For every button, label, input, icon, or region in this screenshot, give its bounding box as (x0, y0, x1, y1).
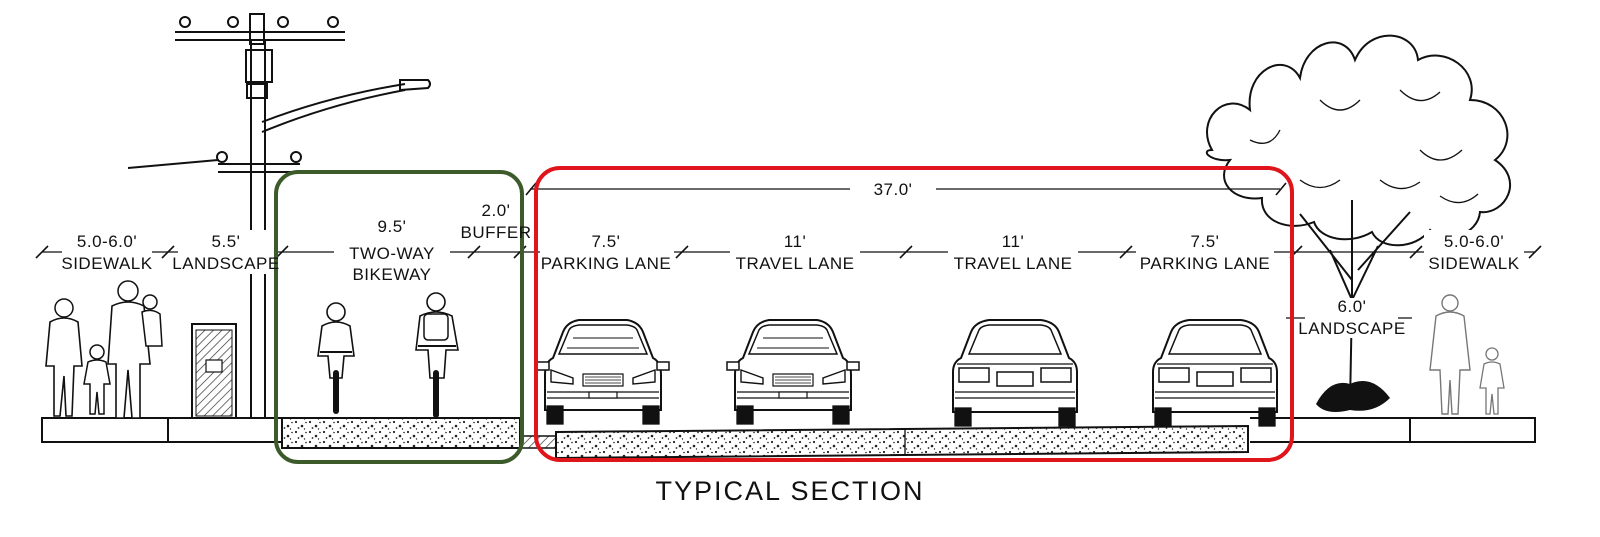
cyclist-with-backpack-icon (415, 292, 459, 418)
bikeway-highlight-box (274, 170, 524, 464)
bikeway-name-line2: BIKEWAY (352, 265, 431, 284)
parking-left-name: PARKING LANE (541, 254, 671, 273)
landscape-right-dim: 6.0' (1338, 297, 1367, 316)
pedestrians-right-icon (1429, 294, 1505, 415)
sidewalk-left-dim: 5.0-6.0' (77, 232, 137, 251)
travel-left-dim: 11' (784, 232, 806, 251)
travel-right-name: TRAVEL LANE (954, 254, 1073, 273)
sidewalk-right-name: SIDEWALK (1428, 254, 1519, 273)
segment-labels: 5.0-6.0' SIDEWALK 5.5' LANDSCAPE 9.5' TW… (61, 180, 1519, 338)
bikeway-dim: 9.5' (378, 217, 407, 236)
overall-width-dim: 37.0' (874, 180, 913, 199)
travel-right-dim: 11' (1002, 232, 1024, 251)
streetlight-icon (261, 79, 431, 133)
landscape-left-name: LANDSCAPE (172, 254, 279, 273)
utility-pole-icon (127, 13, 345, 418)
label-backgrounds (62, 176, 1524, 338)
parking-left-dim: 7.5' (592, 232, 621, 251)
parking-right-dim: 7.5' (1191, 232, 1220, 251)
travel-car-right-icon (952, 319, 1078, 427)
sidewalk-left-name: SIDEWALK (61, 254, 152, 273)
trash-can-icon (191, 323, 237, 419)
section-title: TYPICAL SECTION (655, 476, 924, 506)
sidewalk-right-dim: 5.0-6.0' (1444, 232, 1504, 251)
parked-car-right-icon (1152, 319, 1278, 427)
landscape-left-dim: 5.5' (212, 232, 241, 251)
buffer-dim: 2.0' (482, 201, 511, 220)
parking-right-name: PARKING LANE (1140, 254, 1270, 273)
pedestrians-left-icon (45, 280, 163, 419)
buffer-name: BUFFER (461, 223, 532, 242)
roadway-highlight-box (534, 166, 1294, 462)
ground-profile (41, 417, 1536, 460)
landscape-right-name: LANDSCAPE (1298, 319, 1405, 338)
travel-car-left-icon (726, 319, 860, 425)
bikeway-name: TWO-WAY (349, 244, 435, 263)
parked-car-left-icon (536, 319, 670, 425)
travel-left-name: TRAVEL LANE (736, 254, 855, 273)
cyclist-icon (317, 302, 355, 414)
